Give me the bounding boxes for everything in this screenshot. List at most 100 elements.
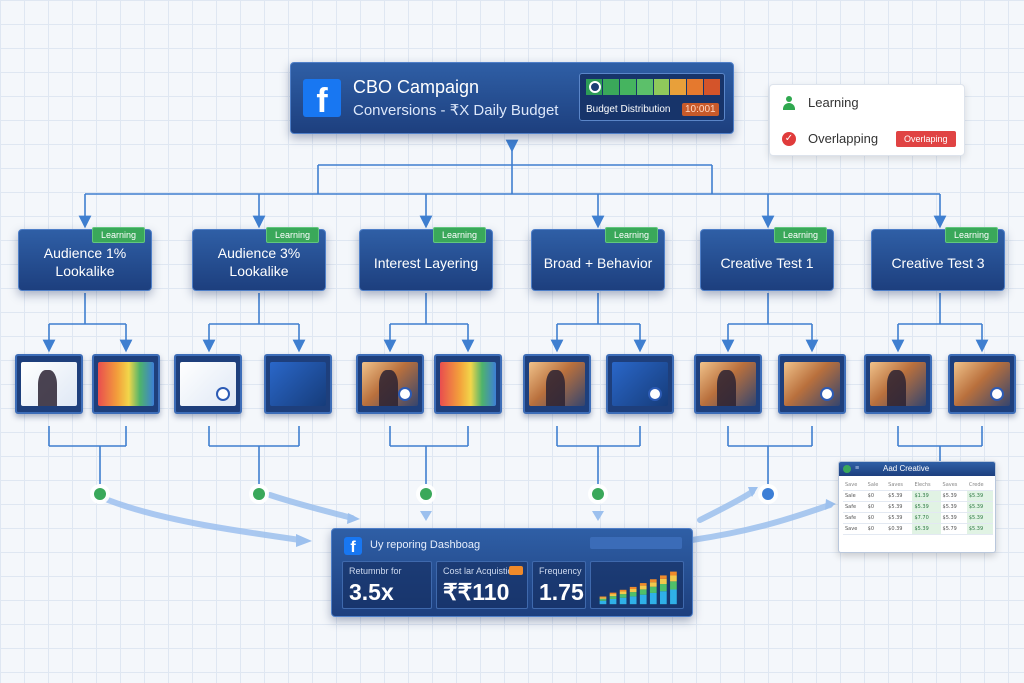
status-dot-icon [843,465,851,473]
learning-badge: Learning [265,227,319,243]
chart-bar-segment [609,594,617,597]
table-cell: $5.39 [886,490,913,502]
ad-creative-thumbnail[interactable] [174,354,242,414]
ad-creative-thumbnail[interactable] [694,354,762,414]
budget-segment [619,79,636,95]
adset-interest-layering[interactable]: Learning Interest Layering [359,227,493,291]
adset-creative-test-1[interactable]: Learning Creative Test 1 [700,227,834,291]
table-cell: Save [843,523,866,535]
ad-creative-thumbnail[interactable] [15,354,83,414]
budget-distribution-label: Budget Distribution [586,104,671,115]
ad-creative-thumbnail[interactable] [264,354,332,414]
budget-distribution-widget[interactable]: Budget Distribution 10:001 [579,73,725,121]
chart-bar-segment [619,597,627,605]
table-cell: $5.39 [966,523,993,535]
chart-bar-segment [599,598,607,601]
budget-segment [653,79,670,95]
table-cell: Saves [886,480,913,491]
ad-creative-thumbnail[interactable] [778,354,846,414]
chart-bar-segment [660,591,667,605]
table-cell: $5.39 [940,490,967,502]
chart-bar-segment [639,589,647,595]
table-cell: Saves [940,480,967,491]
chart-bar-segment [619,591,627,595]
user-icon [782,96,796,110]
chart-bar-segment [639,585,647,590]
dashboard-tabs[interactable] [590,537,682,549]
dashboard-title: Uy reporing Dashboag [370,539,481,551]
chart-bar-segment [639,594,647,605]
metric-cpa-label: Cost lar Acquistion [443,566,518,576]
adset-broad-behavior[interactable]: Learning Broad + Behavior [531,227,665,291]
chart-bar-segment [670,571,677,576]
budget-segment [670,79,687,95]
campaign-card[interactable]: f CBO Campaign Conversions - ₹X Daily Bu… [290,62,734,134]
adset-creative-test-3[interactable]: Learning Creative Test 3 [871,227,1005,291]
table-cell: Elechs [912,480,941,491]
table-cell: $5.39 [966,501,993,513]
chart-bar-segment [609,596,617,599]
status-node [94,488,106,500]
chart-bar-segment [629,596,637,605]
chart-bar-segment [649,586,657,593]
adset-label-line2: Lookalike [55,263,115,279]
adset-label: Audience 3% [217,245,301,261]
ad-creative-thumbnail[interactable] [356,354,424,414]
table-cell: $0 [865,501,887,513]
overlapping-badge: Overlaping [896,131,956,147]
table-cell: Sale [865,480,887,491]
table-row: Safe$0$5.39$7.70$5.39$5.39 [843,512,993,524]
chart-bar-segment [609,592,617,595]
table-cell: $5.39 [886,501,913,513]
ad-creative-thumbnail[interactable] [523,354,591,414]
budget-segment [602,79,619,95]
ad-creative-thumbnail[interactable] [864,354,932,414]
ad-creative-thumbnail[interactable] [606,354,674,414]
learning-badge: Learning [604,227,658,243]
reporting-dashboard[interactable]: f Uy reporing Dashboag Retumnbr for 3.5x… [331,528,693,617]
table-cell: $0 [865,512,887,524]
metric-frequency: Frequency 1.75 [532,561,586,609]
chart-bar-segment [599,596,607,598]
table-row: Sale$0$5.39$1.39$5.39$5.39 [843,490,993,502]
learning-badge: Learning [944,227,998,243]
table-cell: Save [843,480,866,491]
table-cell: $0 [865,523,887,535]
chart-bar-segment [629,592,637,597]
budget-segment [636,79,653,95]
table-cell: $5.39 [912,523,941,535]
table-row: Safe$0$5.39$5.39$5.39$5.39 [843,501,993,513]
chart-bar-segment [599,597,607,599]
gauge-icon [589,81,601,93]
ad-creative-thumbnail[interactable] [92,354,160,414]
adset-label: Creative Test 3 [891,255,985,271]
ad-creative-thumbnail[interactable] [948,354,1016,414]
status-node [592,488,604,500]
chart-bar-segment [609,598,617,605]
chart-bar-segment [649,582,657,587]
table-cell: Crede [966,480,993,491]
adset-audience-3-lookalike[interactable]: Learning Audience 3% Lookalike [192,227,326,291]
alert-badge [509,566,523,575]
chart-bar-segment [670,589,677,605]
adset-audience-1-lookalike[interactable]: Learning Audience 1% Lookalike [18,227,152,291]
ad-creative-table-title: Aad Creative [883,464,930,473]
facebook-icon: f [303,79,341,120]
performance-mini-chart [590,561,684,609]
metric-frequency-label: Frequency [539,566,582,576]
facebook-icon: f [344,537,362,556]
metric-cpa: Cost lar Acquistion ₹₹110 [436,561,528,609]
adset-label: Interest Layering [373,255,479,271]
campaign-title: CBO Campaign [353,77,480,97]
budget-distribution-value: 10:001 [682,103,719,116]
legend-learning-label: Learning [808,95,859,110]
status-node [420,488,432,500]
table-row: Save$0$0.39$5.39$5.79$5.39 [843,523,993,535]
budget-segment [687,79,704,95]
ad-creative-thumbnail[interactable] [434,354,502,414]
learning-badge: Learning [91,227,145,243]
table-cell: $5.39 [966,512,993,524]
check-icon: ✓ [782,132,796,146]
